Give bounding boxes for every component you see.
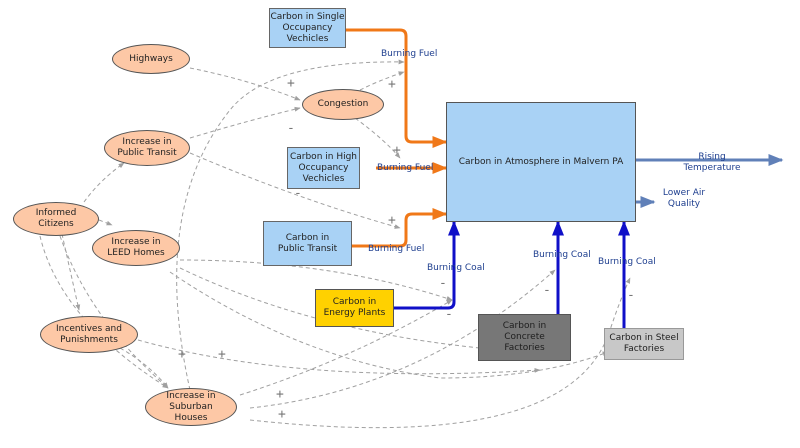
link-highways-congestion [189,67,301,101]
polarity-minus-4: - [445,307,453,322]
link-public-transit-congestion [189,106,301,139]
link-leed-energy [179,259,453,301]
link-incentives-suburban [119,347,169,389]
polarity-plus-6: + [218,347,226,362]
node-highways[interactable]: Highways [112,44,190,74]
node-incentives-punishments[interactable]: Incentives and Punishments [40,316,138,353]
link-congestion-fuel-single [359,71,405,91]
label-burning-fuel-3: Burning Fuel [368,244,425,254]
node-highways-label: Highways [129,53,173,64]
node-carbon-single-occupancy[interactable]: Carbon in Single Occupancy Vechicles [269,8,346,48]
label-rising-temperature: Rising Temperature [683,152,741,173]
polarity-minus-2: - [294,186,302,201]
node-carbon-high-occupancy-label: Carbon in High Occupancy Vechicles [289,151,358,184]
node-increase-public-transit-label: Increase in Public Transit [117,137,177,158]
flow-transit-fuel [352,208,448,248]
node-congestion-label: Congestion [317,99,369,109]
node-carbon-steel-factories-label: Carbon in Steel Factories [609,333,679,354]
polarity-minus-3: - [439,276,447,291]
polarity-plus-1: + [287,76,295,91]
polarity-minus-6: - [627,288,635,303]
node-increase-suburban-houses[interactable]: Increase in Suburban Houses [145,388,237,426]
node-incentives-punishments-label: Incentives and Punishments [56,323,122,345]
node-carbon-atmosphere-label: Carbon in Atmosphere in Malvern PA [458,156,624,167]
link-public-transit-fuel-transit [189,152,401,229]
link-citizens-public-transit [83,162,125,203]
polarity-plus-3: + [393,143,401,158]
label-burning-coal-3: Burning Coal [598,257,656,267]
polarity-minus-5: - [543,283,551,298]
link-suburban-congestion [176,59,405,391]
label-burning-coal-2: Burning Coal [533,250,591,260]
link-leed-steel [169,271,609,379]
node-carbon-single-occupancy-label: Carbon in Single Occupancy Vechicles [270,11,345,44]
node-carbon-atmosphere[interactable]: Carbon in Atmosphere in Malvern PA [446,102,636,222]
link-leed-concrete [179,267,531,355]
link-citizens-suburban-2 [59,235,169,389]
node-carbon-energy-plants-label: Carbon in Energy Plants [323,297,386,318]
polarity-plus-5: + [178,347,186,362]
node-increase-public-transit[interactable]: Increase in Public Transit [104,130,190,166]
polarity-plus-8: + [278,407,286,422]
flow-energy-coal [394,220,460,310]
label-burning-fuel-1: Burning Fuel [381,49,438,59]
polarity-plus-2: + [388,77,396,92]
link-citizens-incentives [61,233,81,311]
node-increase-leed-homes[interactable]: Increase in LEED Homes [92,230,180,266]
node-increase-leed-homes-label: Increase in LEED Homes [107,237,165,258]
link-citizens-leed [98,219,113,226]
node-carbon-concrete-factories[interactable]: Carbon in Concrete Factories [478,314,571,361]
flow-single-fuel [346,28,448,148]
polarity-plus-7: + [276,387,284,402]
node-carbon-high-occupancy[interactable]: Carbon in High Occupancy Vechicles [287,147,360,189]
link-incentives-concrete [137,339,541,375]
node-carbon-public-transit-label: Carbon in Public Transit [277,232,338,254]
node-carbon-steel-factories[interactable]: Carbon in Steel Factories [604,328,684,360]
polarity-minus-1: - [287,121,295,136]
link-suburban-steel [249,277,631,429]
link-suburban-concrete [249,269,556,409]
node-informed-citizens[interactable]: Informed Citizens [13,202,99,236]
label-burning-fuel-2: Burning Fuel [377,163,434,173]
label-burning-coal-1: Burning Coal [427,263,485,273]
link-suburban-energy [239,299,453,396]
node-carbon-public-transit[interactable]: Carbon in Public Transit [263,221,352,266]
label-lower-air-quality: Lower Air Quality [662,188,706,209]
node-informed-citizens-label: Informed Citizens [35,208,77,229]
link-congestion-fuel-high [354,117,401,159]
polarity-plus-4: + [388,213,396,228]
node-carbon-concrete-factories-label: Carbon in Concrete Factories [502,321,547,353]
node-congestion[interactable]: Congestion [302,89,384,120]
node-carbon-energy-plants[interactable]: Carbon in Energy Plants [315,289,394,327]
node-increase-suburban-houses-label: Increase in Suburban Houses [166,390,216,423]
